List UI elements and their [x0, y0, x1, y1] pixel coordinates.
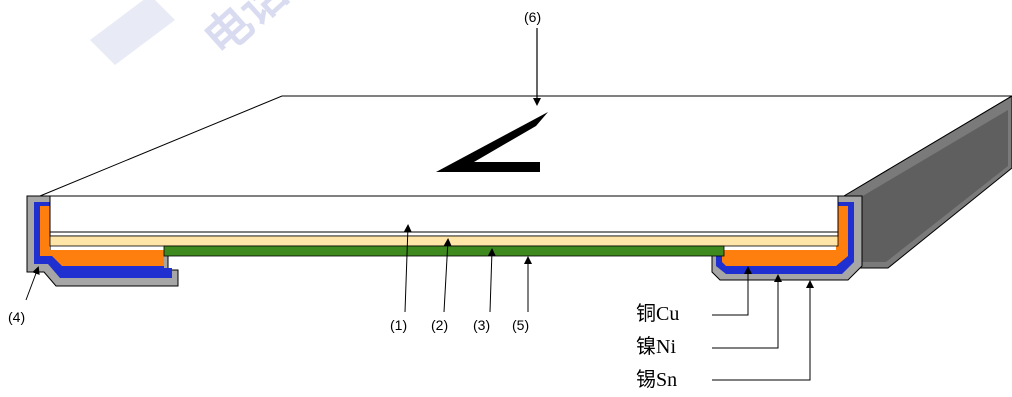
watermark-shape	[90, 0, 175, 65]
callout-6-label: (6)	[524, 9, 541, 25]
terminal-leader-ni	[712, 274, 782, 349]
right-terminal-side-shade	[856, 110, 1008, 262]
terminal-label-sn: 锡Sn	[636, 368, 677, 391]
resistive-layer	[49, 235, 839, 247]
callout-1-leader	[403, 224, 412, 313]
callout-4-leader	[25, 266, 40, 301]
right-terminal-copper	[722, 206, 848, 266]
overcoat-layer	[163, 245, 725, 257]
callout-1-label: (1)	[390, 317, 407, 333]
angle-marking	[436, 112, 548, 172]
callout-2-label: (2)	[431, 317, 448, 333]
terminal-leader-cu	[712, 266, 752, 316]
callout-3-label: (3)	[473, 317, 490, 333]
callout-4-label: (4)	[8, 309, 25, 325]
ceramic-substrate	[49, 195, 839, 237]
terminal-label-cu: 铜Cu	[636, 302, 679, 325]
callout-2-leader	[443, 238, 452, 313]
callout-3-leader	[487, 248, 496, 313]
watermark-text: 电话：	[194, 0, 331, 65]
terminal-leader-sn	[712, 280, 814, 381]
callout-5-label: (5)	[512, 317, 529, 333]
chip-top-face	[39, 95, 1012, 197]
left-terminal-copper	[40, 206, 164, 266]
terminal-label-ni: 镍Ni	[636, 335, 676, 358]
